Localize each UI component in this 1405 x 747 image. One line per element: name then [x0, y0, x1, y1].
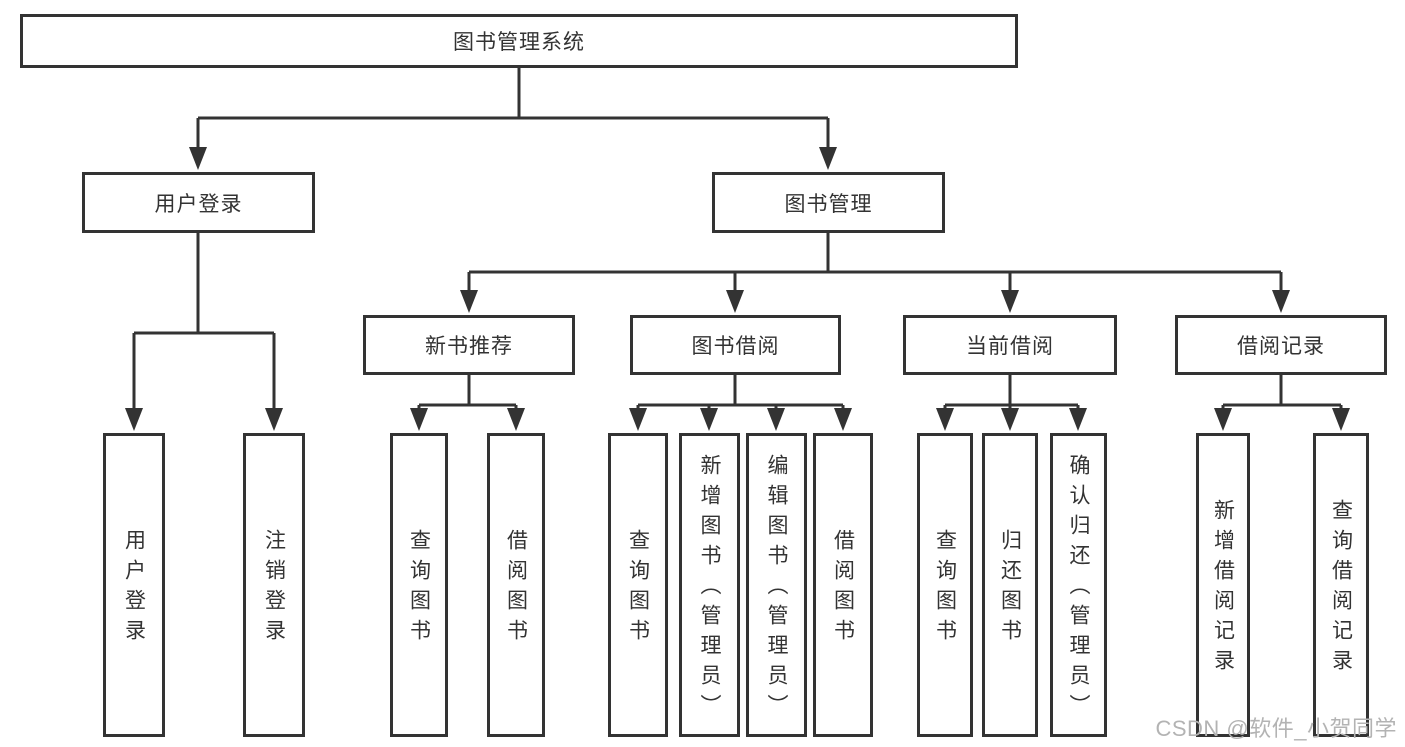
leaf-confirm-return-admin: 确认归还（管理员） [1050, 433, 1107, 737]
leaf-query-books-current: 查询图书 [917, 433, 973, 737]
node-book-borrow: 图书借阅 [630, 315, 841, 375]
node-user-login: 用户登录 [82, 172, 315, 233]
leaf-return-books: 归还图书 [982, 433, 1038, 737]
watermark: CSDN @软件_小贺同学 [1155, 716, 1397, 741]
node-book-management: 图书管理 [712, 172, 945, 233]
arrowheads [125, 147, 1350, 431]
leaf-add-books-admin: 新增图书（管理员） [679, 433, 740, 737]
leaf-query-borrow-record: 查询借阅记录 [1313, 433, 1369, 737]
node-current-borrow: 当前借阅 [903, 315, 1117, 375]
leaf-borrow-books-recommend: 借阅图书 [487, 433, 545, 737]
node-new-book-recommend: 新书推荐 [363, 315, 575, 375]
leaf-borrow-books: 借阅图书 [813, 433, 873, 737]
leaf-logout: 注销登录 [243, 433, 305, 737]
leaf-add-borrow-record: 新增借阅记录 [1196, 433, 1250, 737]
leaf-query-books-borrow: 查询图书 [608, 433, 668, 737]
leaf-user-login: 用户登录 [103, 433, 165, 737]
node-library-management-system: 图书管理系统 [20, 14, 1018, 68]
leaf-edit-books-admin: 编辑图书（管理员） [746, 433, 807, 737]
leaf-query-books-recommend: 查询图书 [390, 433, 448, 737]
node-borrow-records: 借阅记录 [1175, 315, 1387, 375]
